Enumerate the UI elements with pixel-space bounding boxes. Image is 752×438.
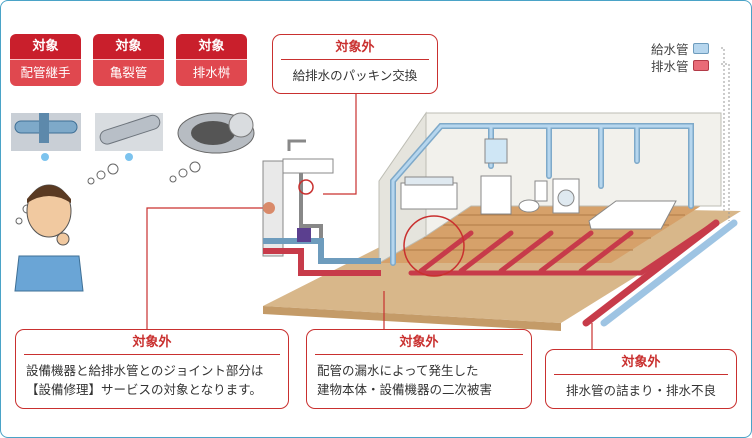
legend-drain: 排水管: [651, 56, 709, 75]
tag-label: 配管継手: [10, 59, 81, 86]
legend-label: 給水管: [651, 42, 689, 57]
fixture-toilet: [518, 180, 548, 213]
fixture-washer: [552, 178, 580, 214]
drain-basin-icon: [177, 112, 255, 154]
cracked-pipe-icon: [95, 113, 163, 161]
fixture-washbasin: [480, 138, 512, 215]
tag-label: 亀裂管: [93, 59, 164, 86]
tag-heading: 対象: [176, 34, 247, 59]
callout-line: 配管の漏水によって発生した: [317, 363, 479, 378]
callout-leak: 対象外 配管の漏水によって発生した 建物本体・設備機器の二次被害: [306, 329, 532, 409]
tag-drain-basin: 対象 排水桝: [176, 34, 247, 86]
callout-heading: 対象外: [281, 35, 429, 60]
callout-text: 設備機器と給排水管とのジョイント部分は 【設備修理】サービスの対象となります。: [16, 355, 288, 399]
tag-heading: 対象: [93, 34, 164, 59]
supply-swatch: [692, 43, 709, 54]
thinking-person: [14, 184, 84, 292]
tag-heading: 対象: [10, 34, 81, 59]
callout-heading: 対象外: [554, 350, 728, 375]
callout-drain: 対象外 排水管の詰まり・排水不良: [545, 349, 737, 409]
callout-text: 排水管の詰まり・排水不良: [565, 383, 716, 398]
legend-label: 排水管: [651, 59, 689, 74]
leak-circle: [403, 215, 465, 277]
tag-pipe-joint: 対象 配管継手: [10, 34, 81, 86]
tag-cracked-pipe: 対象 亀裂管: [93, 34, 164, 86]
callout-text: 給排水のパッキン交換: [292, 68, 418, 83]
callout-line: 【設備修理】サービスの対象となります。: [26, 382, 262, 397]
drain-swatch: [692, 60, 709, 71]
fixture-kitchen: [400, 176, 458, 210]
sink-unit: [262, 139, 381, 276]
legend-supply: 給水管: [651, 39, 709, 58]
tag-label: 排水桝: [176, 59, 247, 86]
callout-heading: 対象外: [24, 330, 280, 355]
pipe-joint-icon: [11, 113, 81, 161]
callout-line: 設備機器と給排水管とのジョイント部分は: [26, 363, 264, 378]
callout-line: 建物本体・設備機器の二次被害: [317, 382, 493, 397]
callout-joint: 対象外 設備機器と給排水管とのジョイント部分は 【設備修理】サービスの対象となり…: [15, 329, 289, 409]
callout-text: 配管の漏水によって発生した 建物本体・設備機器の二次被害: [307, 355, 531, 399]
fixture-bathtub: [588, 200, 677, 230]
callout-heading: 対象外: [315, 330, 523, 355]
callout-packing: 対象外 給排水のパッキン交換: [272, 34, 438, 94]
